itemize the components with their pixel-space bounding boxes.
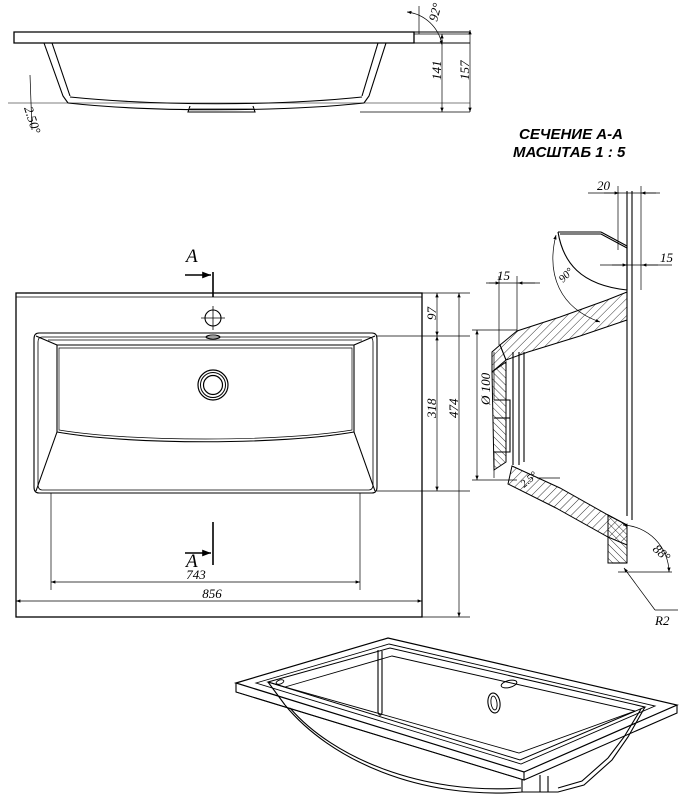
iso-rim-notch [275,679,285,685]
section-title-line1: СЕЧЕНИЕ А-А [519,126,623,143]
iso-overflow-slot [500,679,518,689]
dim-label-250: 2.50° [21,104,44,135]
iso-apron-right [522,706,646,793]
sec-bottom-corner-block [607,514,628,564]
plan-bowl-floor [56,344,355,443]
dim-label-sec-20: 20 [597,178,611,193]
dim-label-856: 856 [202,586,222,601]
iso-slab-edge-right [523,705,678,781]
elevation-bowl-bottom-inner [69,96,363,105]
plan-view-dimensions [15,271,470,618]
plan-view [15,292,423,618]
iso-drain-hole-outer [487,692,501,714]
dim-label-474: 474 [446,398,461,418]
front-elevation-view [13,31,470,113]
elevation-rim-slab [13,31,415,44]
plan-corner-br [353,431,376,492]
dim-label-743: 743 [186,567,206,582]
elevation-left-wall-outer [43,42,69,104]
iso-apron-left-edge [267,681,286,706]
plan-corner-bl [35,431,58,492]
iso-bowl-inner-back [283,655,637,754]
front-elevation-dimensions [8,6,472,131]
plan-bowl-outer [33,332,378,494]
plan-corner-tr [353,335,376,346]
plan-bowl-floor-inner [58,347,353,440]
iso-rim-groove [254,643,657,765]
section-aa-view [491,191,633,564]
plan-outer-rect [15,292,423,618]
elevation-right-wall-outer [363,42,387,104]
dim-label-97: 97 [424,307,439,321]
iso-slab-top [233,637,679,773]
elevation-right-wall-inner [361,42,379,97]
dim-label-sec-r2: R2 [654,613,670,628]
section-title-line2: МАСШТАБ 1 : 5 [513,144,626,161]
elevation-bowl-bottom [67,102,365,111]
sec-apron-hatched [499,291,628,361]
dim-label-sec-dia100: Ø 100 [478,372,493,406]
plan-corner-tl [35,335,58,346]
dim-label-318: 318 [424,398,439,419]
iso-bowl-corner-seam-base [377,711,383,716]
elevation-left-wall-inner [51,42,71,97]
dim-label-sec-88: 88° [650,541,674,564]
dim-r2-leader [623,567,656,611]
dim-label-157: 157 [457,60,472,80]
dim-angle-250-ref [29,74,33,131]
dim-angle-90-arc [552,234,601,323]
plan-overflow-slot [205,334,221,340]
isometric-view [233,637,679,794]
iso-slab-edge-join [235,691,525,781]
plan-drain-hole-mid [200,372,226,398]
section-marker-bottom-A: A [184,551,198,572]
dim-label-sec-15-right: 15 [660,250,674,265]
dim-label-sec-15-left: 15 [497,268,511,283]
plan-bowl-rim-inner [37,336,374,491]
plan-drain-hole-inner [202,374,224,396]
section-marker-top-A: A [184,246,198,267]
plan-drain-hole-outer [197,369,229,401]
iso-apron-right-inner [557,708,642,789]
dim-angle-88-arc [622,523,671,573]
sec-left-column [491,361,507,471]
iso-drain-hole-inner [490,695,498,711]
dim-label-92: 92° [425,1,444,22]
iso-bowl-left-wall [267,681,286,688]
dim-label-sec-90: 90° [557,265,577,285]
sec-rim-corner [600,231,628,247]
dim-label-141: 141 [429,61,444,81]
iso-apron-front-inner [289,707,522,790]
elevation-drain-boss [187,105,256,113]
sec-drain-cavity [494,399,511,453]
section-aa-dimensions [472,186,678,611]
iso-apron-front [284,704,523,794]
